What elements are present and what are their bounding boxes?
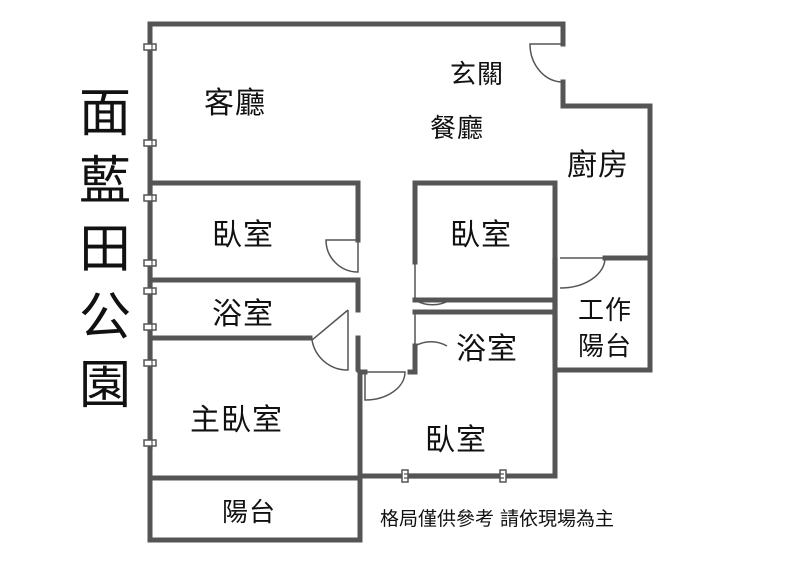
window-tick — [143, 323, 157, 331]
label-master-bedroom: 主臥室 — [190, 403, 283, 438]
window-tick — [143, 359, 157, 367]
door-entrance — [529, 43, 564, 83]
label-bedroom-center: 臥室 — [450, 218, 512, 253]
window-tick — [143, 139, 157, 147]
side-title-char: 藍 — [78, 152, 131, 212]
door-master — [364, 371, 406, 401]
side-title-char: 園 — [78, 356, 131, 416]
window-tick — [143, 287, 157, 295]
window-tick — [143, 439, 157, 447]
wall-entrance-right — [552, 79, 653, 373]
wall-bath-center-left — [407, 343, 418, 375]
label-entrance: 玄關 — [450, 60, 505, 90]
label-living-room: 客廳 — [204, 86, 266, 121]
side-title: 面 藍 田 公 園 — [70, 80, 140, 420]
window-tick — [499, 469, 507, 483]
label-kitchen: 廚房 — [567, 148, 629, 183]
door-bedroom-left — [325, 239, 359, 273]
window-tick — [143, 259, 157, 267]
door-bath-center — [414, 312, 448, 348]
window-tick — [143, 194, 157, 202]
label-bathroom-left: 浴室 — [212, 297, 274, 332]
side-title-char: 公 — [78, 288, 131, 348]
label-balcony: 陽台 — [222, 498, 277, 528]
door-bath-left — [311, 309, 349, 371]
label-dining-room: 餐廳 — [430, 114, 485, 144]
label-bedroom-left: 臥室 — [212, 218, 274, 253]
label-bathroom-center: 浴室 — [456, 332, 518, 367]
label-service-balcony-2: 陽台 — [578, 332, 633, 362]
window-tick — [143, 43, 157, 51]
wall-bath-left-top — [147, 277, 361, 313]
side-title-char: 面 — [78, 84, 131, 144]
label-service-balcony-1: 工作 — [578, 296, 633, 326]
label-bedroom-bottom: 臥室 — [425, 423, 487, 458]
window-tick — [401, 469, 409, 483]
disclaimer-note: 格局僅供參考 請依現場為主 — [380, 508, 615, 530]
wall-bedroom-left — [147, 180, 361, 243]
side-title-char: 田 — [78, 220, 131, 280]
wall-outer-top — [147, 21, 566, 47]
door-service — [559, 257, 606, 289]
wall-master-right — [355, 335, 363, 479]
door-bedroom-center — [414, 262, 451, 306]
wall-bedroom-center — [412, 180, 558, 265]
